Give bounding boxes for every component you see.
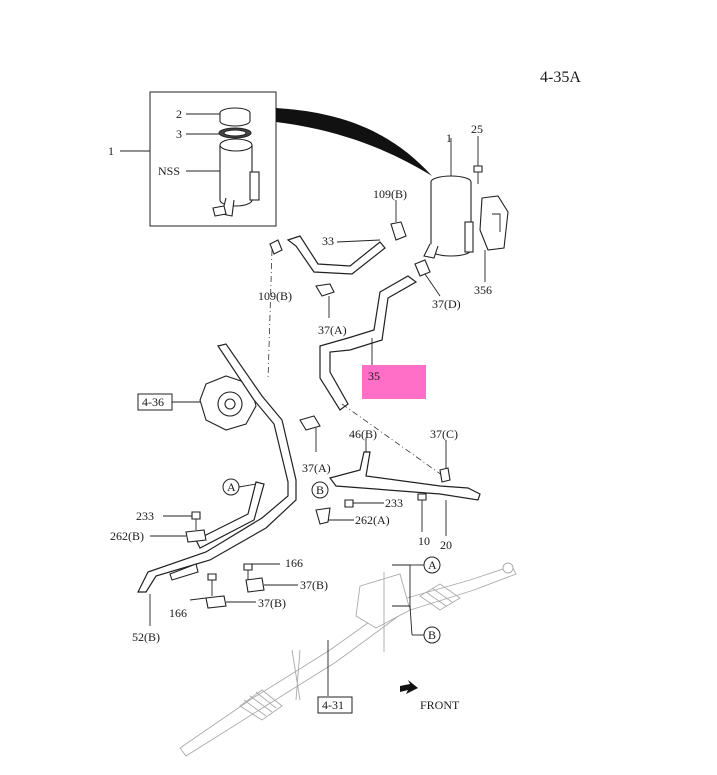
callout-109b-left: 109(B) (258, 289, 292, 303)
highlight-box (362, 365, 426, 399)
inset-pointer (276, 108, 432, 176)
ref-box-4-31[interactable] (317, 696, 353, 714)
pressure-hose-52b: 52(B) (132, 343, 297, 644)
marker-a-1-label: A (227, 480, 236, 494)
callout-262b: 262(B) (110, 529, 144, 543)
return-line-46b: 46(B) B 37(C) 10 20 233 262(A) (311, 427, 481, 552)
reservoir-assembly: 1 25 356 109(B) 37(D) (373, 122, 509, 311)
steering-rack: A B 4-31 (179, 556, 517, 757)
callout-37b-left: 37(B) (258, 596, 286, 610)
callout-20: 20 (440, 538, 452, 552)
callout-166-right: 166 (285, 556, 303, 570)
ref-4-36[interactable]: 4-36 (142, 395, 164, 409)
marker-a-2 (423, 556, 441, 574)
marker-b-1 (311, 481, 329, 499)
centerline-left (267, 249, 273, 381)
diagram-id: 4-35A (540, 69, 581, 86)
return-hose-33: 33 109(B) (258, 234, 386, 303)
callout-10: 10 (418, 534, 430, 548)
callout-nss: NSS (158, 164, 180, 178)
callout-25: 25 (471, 122, 483, 136)
clamp-37a-upper: 37(A) (315, 283, 347, 337)
front-label: FRONT (420, 698, 460, 712)
fasteners-lower: 166 37(B) 166 37(B) (169, 556, 328, 620)
callout-233-left: 233 (136, 509, 154, 523)
front-indicator: FRONT (400, 680, 460, 712)
reservoir-inset: 1 2 3 NSS (108, 91, 432, 227)
marker-b-1-label: B (316, 483, 324, 497)
callout-52b: 52(B) (132, 630, 160, 644)
callout-109b-top: 109(B) (373, 187, 407, 201)
callout-2: 2 (176, 107, 182, 121)
callout-37a-upper: 37(A) (318, 323, 347, 337)
marker-a-2-label: A (428, 558, 437, 572)
callout-46b: 46(B) (349, 427, 377, 441)
callout-37c: 37(C) (430, 427, 458, 441)
marker-b-2-label: B (428, 628, 436, 642)
pump-assembly: 4-36 (137, 375, 257, 431)
callout-1: 1 (446, 131, 452, 145)
front-arrow-icon (400, 680, 418, 694)
callout-166-left: 166 (169, 606, 187, 620)
clamp-37a-lower: 37(A) (299, 415, 331, 475)
callout-35: 35 (368, 369, 380, 383)
callout-37d: 37(D) (432, 297, 461, 311)
callout-37a-lower: 37(A) (302, 461, 331, 475)
ref-4-31[interactable]: 4-31 (322, 698, 344, 712)
callout-37b-right: 37(B) (300, 578, 328, 592)
callout-3: 3 (176, 127, 182, 141)
callout-33: 33 (322, 234, 334, 248)
callout-233-right: 233 (385, 496, 403, 510)
inset-frame (149, 91, 277, 227)
callout-1-inset: 1 (108, 144, 114, 158)
fasteners-left: 233 262(B) (110, 509, 207, 543)
marker-b-2 (423, 626, 441, 644)
centerline-right (341, 403, 447, 479)
suction-hose-35: 35 (319, 275, 426, 411)
callout-262a: 262(A) (355, 513, 390, 527)
callout-356: 356 (474, 283, 492, 297)
